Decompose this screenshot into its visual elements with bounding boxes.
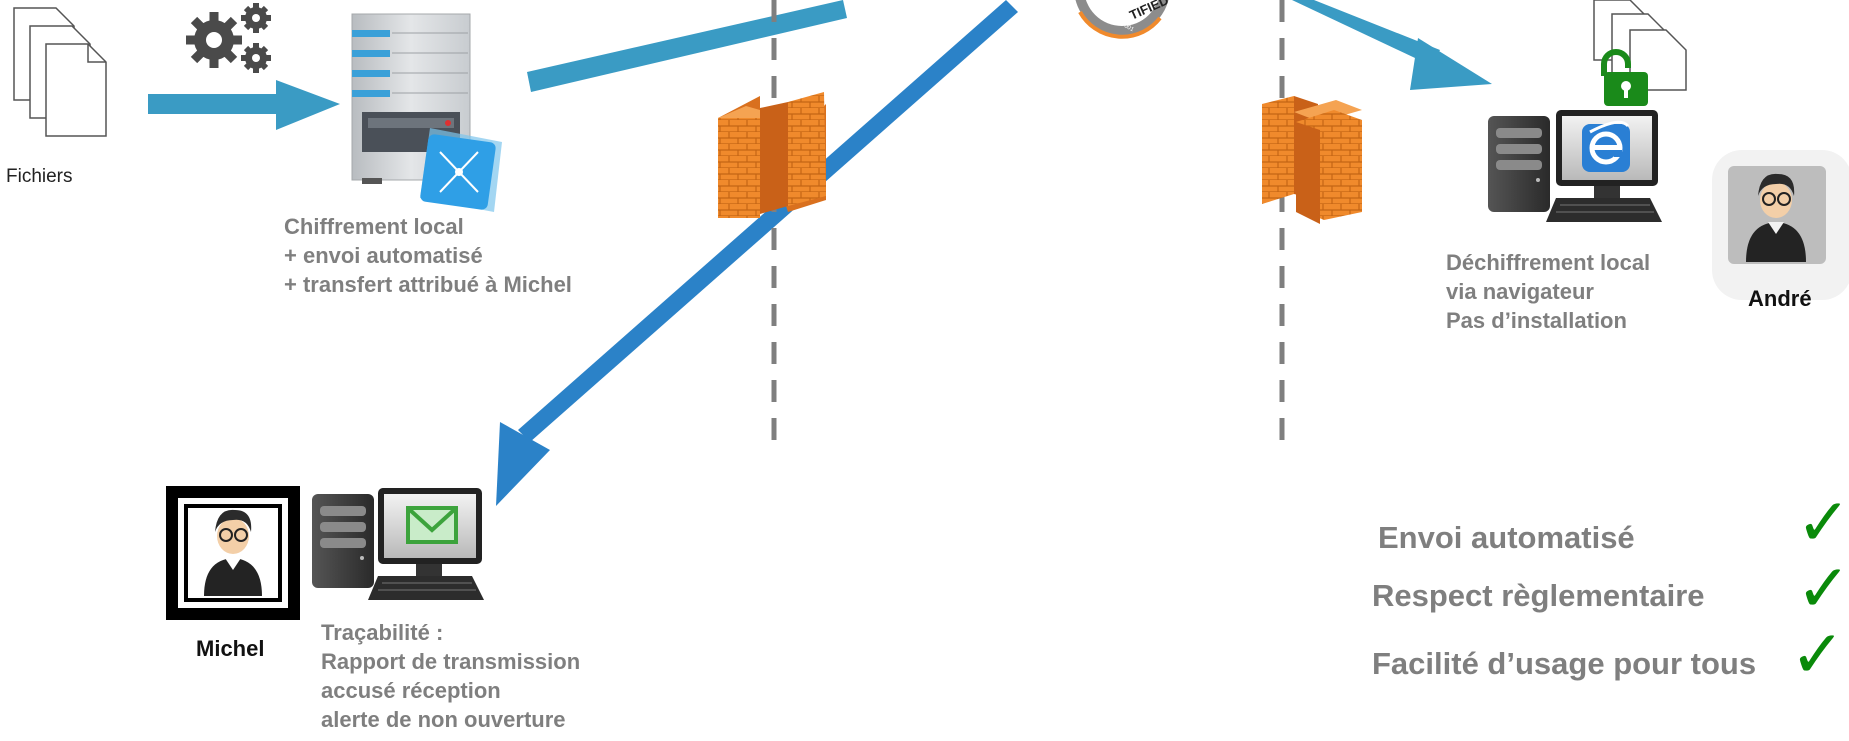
benefit-item: Respect règlementaire xyxy=(1372,578,1705,613)
arrow-cloud-to-sender xyxy=(496,0,1018,506)
email-icon xyxy=(406,506,458,544)
checkmark-icon: ✓ xyxy=(1790,616,1846,693)
certified-badge-icon: TIFIED HDS & ISO27001 xyxy=(1075,0,1171,39)
firewall-icon xyxy=(718,92,826,218)
recipient-description-line: Pas d’installation xyxy=(1446,308,1627,333)
avatar-icon xyxy=(204,509,262,596)
arrow-server-to-cloud xyxy=(527,0,847,92)
firewall-icon xyxy=(1262,96,1362,224)
recipient-description-line: via navigateur xyxy=(1446,279,1594,304)
file-stack-icon xyxy=(13,7,107,137)
avatar-icon xyxy=(1746,173,1806,262)
traceability-line: accusé réception xyxy=(321,678,501,703)
checkmark-icon: ✓ xyxy=(1796,484,1849,561)
traceability-line: Traçabilité : xyxy=(321,620,444,645)
recipient-name: André xyxy=(1748,286,1812,311)
benefit-item: Envoi automatisé xyxy=(1378,520,1635,555)
files-label: Fichiers xyxy=(6,166,73,187)
arrow-cloud-to-recipient xyxy=(1292,0,1492,90)
checkmark-icon: ✓ xyxy=(1796,550,1849,627)
sender-name: Michel xyxy=(196,636,265,661)
gears-icon xyxy=(186,3,271,73)
server-description: Chiffrement local + envoi automatisé + t… xyxy=(284,212,572,299)
traceability-description: Traçabilité : Rapport de transmission ac… xyxy=(321,618,580,734)
server-description-line: + envoi automatisé xyxy=(284,243,483,268)
recipient-computer-icon xyxy=(1488,110,1662,222)
browser-icon xyxy=(1582,120,1630,172)
server-description-line: + transfert attribué à Michel xyxy=(284,272,572,297)
arrow-files-to-server xyxy=(148,80,340,130)
server-description-line: Chiffrement local xyxy=(284,214,464,239)
encryption-app-icon xyxy=(420,128,502,212)
benefit-item: Facilité d’usage pour tous xyxy=(1372,646,1757,681)
sender-computer-icon xyxy=(312,488,484,600)
recipient-description: Déchiffrement local via navigateur Pas d… xyxy=(1446,248,1650,335)
traceability-line: alerte de non ouverture xyxy=(321,707,566,732)
recipient-description-line: Déchiffrement local xyxy=(1446,250,1651,275)
traceability-line: Rapport de transmission xyxy=(321,649,581,674)
lock-icon xyxy=(1601,49,1648,106)
